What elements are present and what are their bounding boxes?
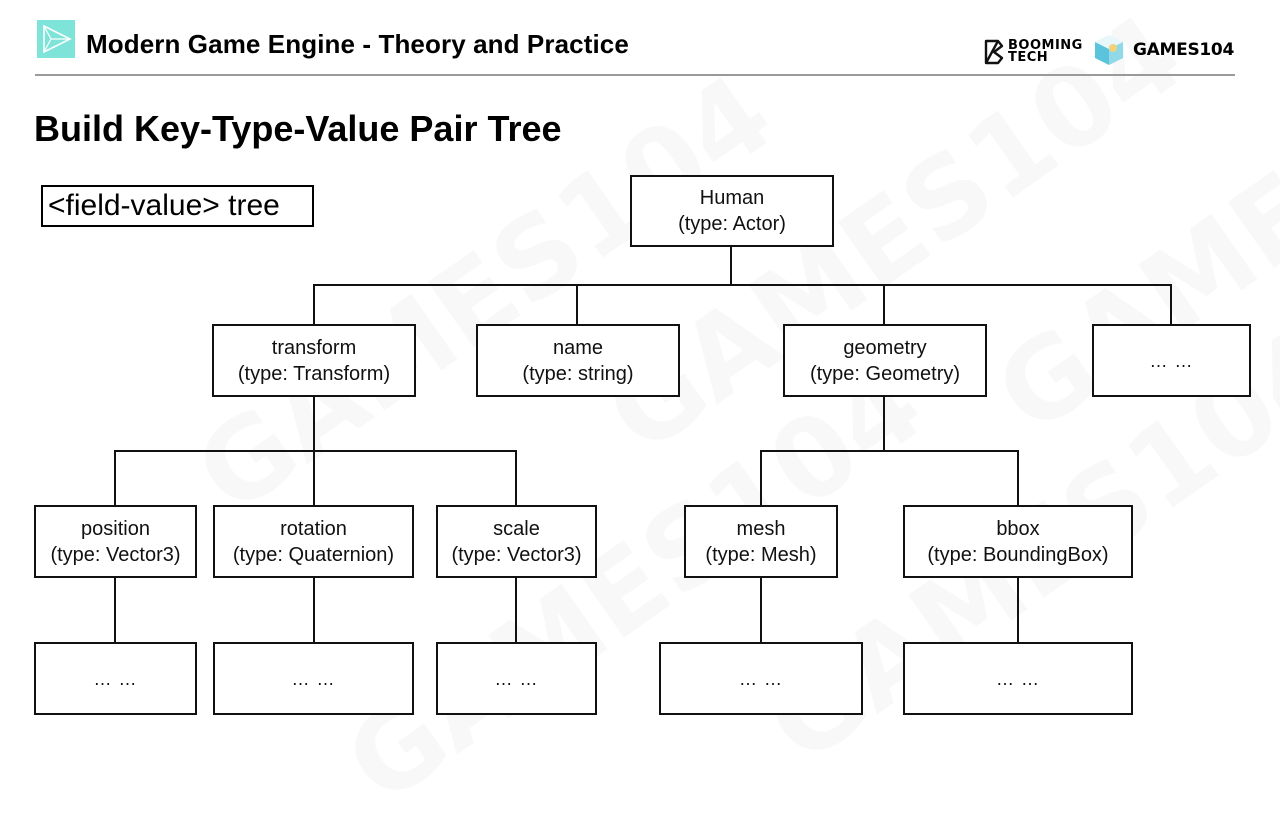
games104-logo: GAMES104 (1093, 32, 1234, 68)
tree-node-scale: scale (type: Vector3) (436, 505, 597, 578)
games104-text: GAMES104 (1133, 40, 1234, 60)
games104-cube-icon (1095, 35, 1123, 65)
node-field-name: bbox (996, 517, 1040, 540)
node-type: (type: string) (522, 362, 634, 385)
node-type: (type: BoundingBox) (927, 543, 1109, 566)
node-field-name: scale (493, 517, 540, 540)
tree-node-more: … … (1092, 324, 1251, 397)
tree-node-mesh-children: … … (659, 642, 863, 715)
tree-connectors (114, 246, 1172, 642)
tree-node-scale-children: … … (436, 642, 597, 715)
tree-node-bbox-children: … … (903, 642, 1133, 715)
node-type: (type: Vector3) (50, 543, 181, 566)
ellipsis-placeholder: … … (93, 668, 138, 689)
field-value-tree-label: <field-value> tree (41, 185, 314, 227)
node-type: (type: Transform) (237, 362, 391, 385)
tree-node-transform: transform (type: Transform) (212, 324, 416, 397)
ellipsis-placeholder: … … (995, 668, 1040, 689)
tree-node-position-children: … … (34, 642, 197, 715)
tree-node-rotation-children: … … (213, 642, 414, 715)
ellipsis-placeholder: … … (738, 668, 783, 689)
tree-node-position: position (type: Vector3) (34, 505, 197, 578)
ellipsis-placeholder: … … (1149, 350, 1194, 371)
node-field-name: name (552, 336, 604, 359)
node-type: (type: Actor) (678, 213, 786, 235)
node-type: (type: Mesh) (705, 543, 817, 566)
ellipsis-placeholder: … … (291, 668, 336, 689)
tree-node-geometry: geometry (type: Geometry) (783, 324, 987, 397)
tree-node-bbox: bbox (type: BoundingBox) (903, 505, 1133, 578)
booming-tech-logo: BOOMING TECH (983, 36, 1083, 68)
play-triangle-icon (37, 20, 75, 58)
node-field-name: transform (271, 336, 357, 359)
tree-node-mesh: mesh (type: Mesh) (684, 505, 838, 578)
node-type: (type: Geometry) (809, 362, 961, 385)
booming-tech-icon (984, 39, 1004, 65)
course-title: Modern Game Engine - Theory and Practice (86, 29, 629, 59)
tree-node-human: Human (type: Actor) (630, 175, 834, 247)
node-type: (type: Vector3) (451, 543, 582, 566)
tree-node-name: name (type: string) (476, 324, 680, 397)
node-field-name: rotation (280, 517, 347, 540)
node-field-name: position (81, 517, 150, 540)
page-heading: Build Key-Type-Value Pair Tree (34, 108, 562, 149)
booming-text: BOOMING (1008, 38, 1083, 53)
node-type: (type: Quaternion) (232, 543, 395, 566)
tree-node-rotation: rotation (type: Quaternion) (213, 505, 414, 578)
ellipsis-placeholder: … … (494, 668, 539, 689)
node-field-name: geometry (843, 336, 927, 359)
tech-text: TECH (1008, 50, 1049, 65)
header-divider (35, 74, 1235, 76)
node-field-name: mesh (736, 517, 786, 540)
node-field-name: Human (699, 187, 765, 209)
